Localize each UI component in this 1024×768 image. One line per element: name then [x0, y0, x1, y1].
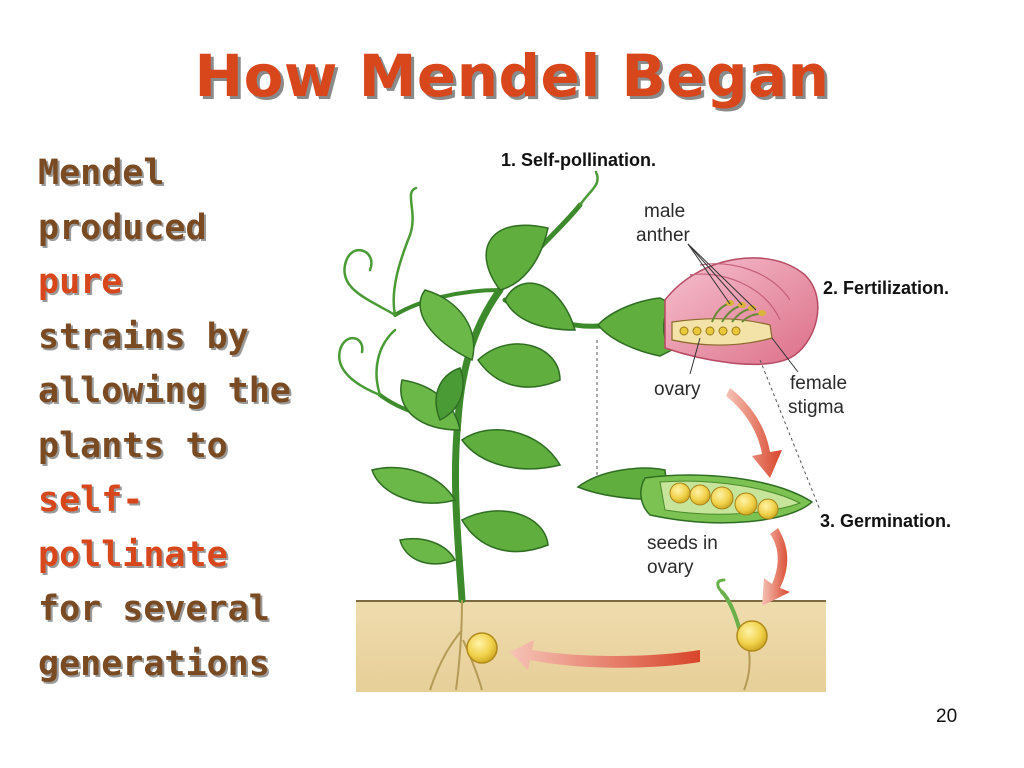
pea-flower-icon	[597, 257, 819, 366]
body-line: produced	[38, 207, 207, 248]
ovary-label: ovary	[654, 379, 701, 400]
female-stigma-label: female	[790, 373, 847, 394]
seeds-in-ovary-label: seeds in	[647, 533, 718, 554]
step2-label: 2. Fertilization.	[823, 278, 949, 298]
body-text: Mendel produced pure strains by allowing…	[38, 146, 338, 691]
male-anther-label: anther	[636, 225, 691, 246]
body-line-highlight: pollinate	[38, 534, 228, 575]
pea-leaves	[371, 224, 577, 565]
seed-in-soil-icon	[466, 632, 498, 664]
body-line-highlight: pure	[38, 262, 123, 302]
body-line: for several	[38, 589, 270, 629]
page-number: 20	[936, 706, 958, 727]
body-line: strains by	[38, 316, 249, 357]
leader-lines	[687, 243, 799, 375]
body-line: generations	[38, 643, 270, 684]
body-line: plants to	[38, 425, 228, 466]
body-line: Mendel	[38, 153, 165, 193]
guide-lines	[596, 340, 821, 511]
plant-root	[429, 599, 483, 691]
slide-title: How Mendel Began	[194, 42, 830, 110]
germinating-seed-icon	[716, 578, 768, 691]
female-stigma-label: stigma	[788, 397, 844, 418]
body-line: allowing the	[38, 371, 291, 411]
male-anther-label: male	[644, 201, 685, 222]
arrow-cycle-icon	[510, 640, 700, 670]
step1-label: 1. Self-pollination.	[501, 150, 656, 170]
arrow-fertilization-icon	[726, 388, 782, 478]
step3-label: 3. Germination.	[820, 511, 951, 531]
body-line-highlight: self-	[38, 480, 144, 520]
seeds-in-ovary-label: ovary	[647, 557, 694, 578]
arrow-germination-icon	[762, 528, 790, 606]
pea-pod-icon	[576, 467, 814, 524]
